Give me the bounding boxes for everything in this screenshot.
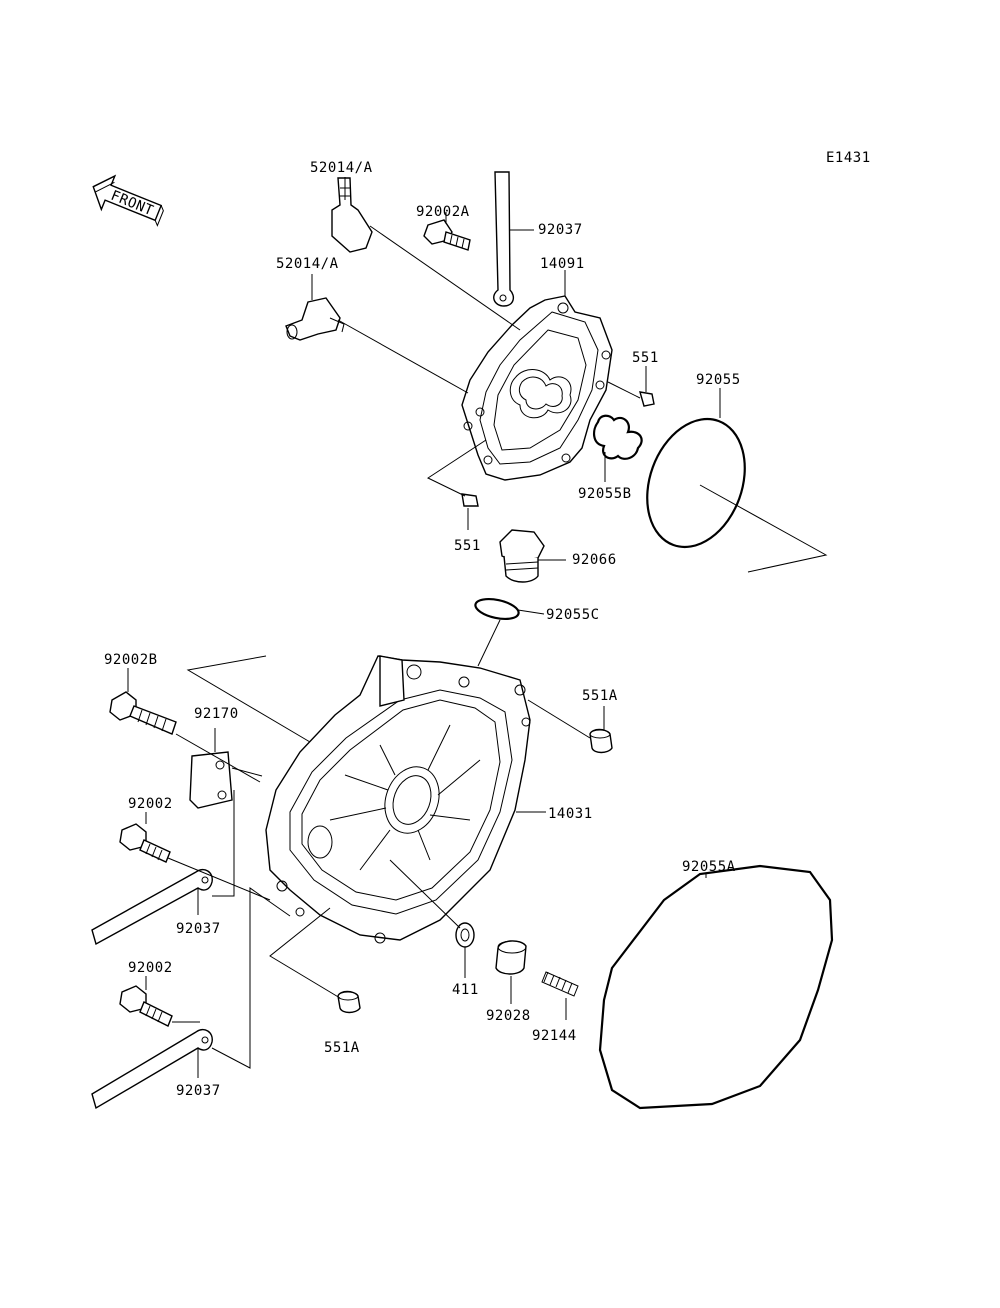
bracket-92170 — [189, 751, 233, 809]
bushing-92028 — [495, 940, 527, 975]
label-92002A: 92002A — [416, 204, 470, 220]
label-92055B: 92055B — [578, 486, 632, 502]
label-92002-low: 92002 — [128, 960, 173, 976]
case-14031 — [265, 655, 531, 944]
label-551A-bottom: 551A — [324, 1040, 360, 1056]
label-14031: 14031 — [548, 806, 593, 822]
label-14091: 14091 — [540, 256, 585, 272]
label-52014A-top: 52014/A — [310, 160, 373, 176]
seal-92055B — [592, 414, 643, 460]
oring-92055 — [646, 417, 746, 549]
label-92028: 92028 — [486, 1008, 531, 1024]
label-92055: 92055 — [696, 372, 741, 388]
plug-92066 — [499, 529, 545, 583]
strap-92037-mid — [91, 868, 213, 946]
dowel-551-left — [461, 493, 479, 507]
pump-cover-14091 — [461, 295, 613, 481]
leader-lines — [127, 177, 828, 1078]
label-92037-mid: 92037 — [176, 921, 221, 937]
label-52014A-mid: 52014/A — [276, 256, 339, 272]
diagram-code: E1431 — [826, 150, 871, 166]
oring-92055C — [474, 597, 520, 621]
strap-92037-bottom — [91, 1028, 213, 1110]
bolt-92002B — [109, 691, 177, 735]
label-92066: 92066 — [572, 552, 617, 568]
label-551A-right: 551A — [582, 688, 618, 704]
spring-92144 — [541, 971, 579, 997]
dowel-551A-right — [589, 728, 613, 754]
label-92055A: 92055A — [682, 859, 736, 875]
label-551-right: 551 — [632, 350, 659, 366]
label-92037-bottom: 92037 — [176, 1083, 221, 1099]
label-92144: 92144 — [532, 1028, 577, 1044]
gasket-92055A — [598, 864, 834, 1110]
label-92002B: 92002B — [104, 652, 158, 668]
label-92037-top: 92037 — [538, 222, 583, 238]
dowel-551A-bottom — [337, 990, 361, 1014]
label-92055C: 92055C — [546, 607, 600, 623]
strap-92037-top — [493, 171, 515, 307]
front-arrow-label: FRONT — [108, 188, 155, 220]
dowel-551-right — [639, 391, 655, 407]
fitting-52014A-upper — [331, 177, 373, 253]
bolt-92002-low — [119, 985, 173, 1027]
washer-411 — [455, 922, 475, 948]
bolt-92002A — [423, 219, 471, 251]
label-551-left: 551 — [454, 538, 481, 554]
fitting-52014A-lower — [285, 297, 345, 341]
front-arrow-icon: FRONT — [92, 174, 164, 227]
label-92170: 92170 — [194, 706, 239, 722]
bolt-92002-mid — [119, 823, 171, 863]
label-411: 411 — [452, 982, 479, 998]
label-92002-mid: 92002 — [128, 796, 173, 812]
